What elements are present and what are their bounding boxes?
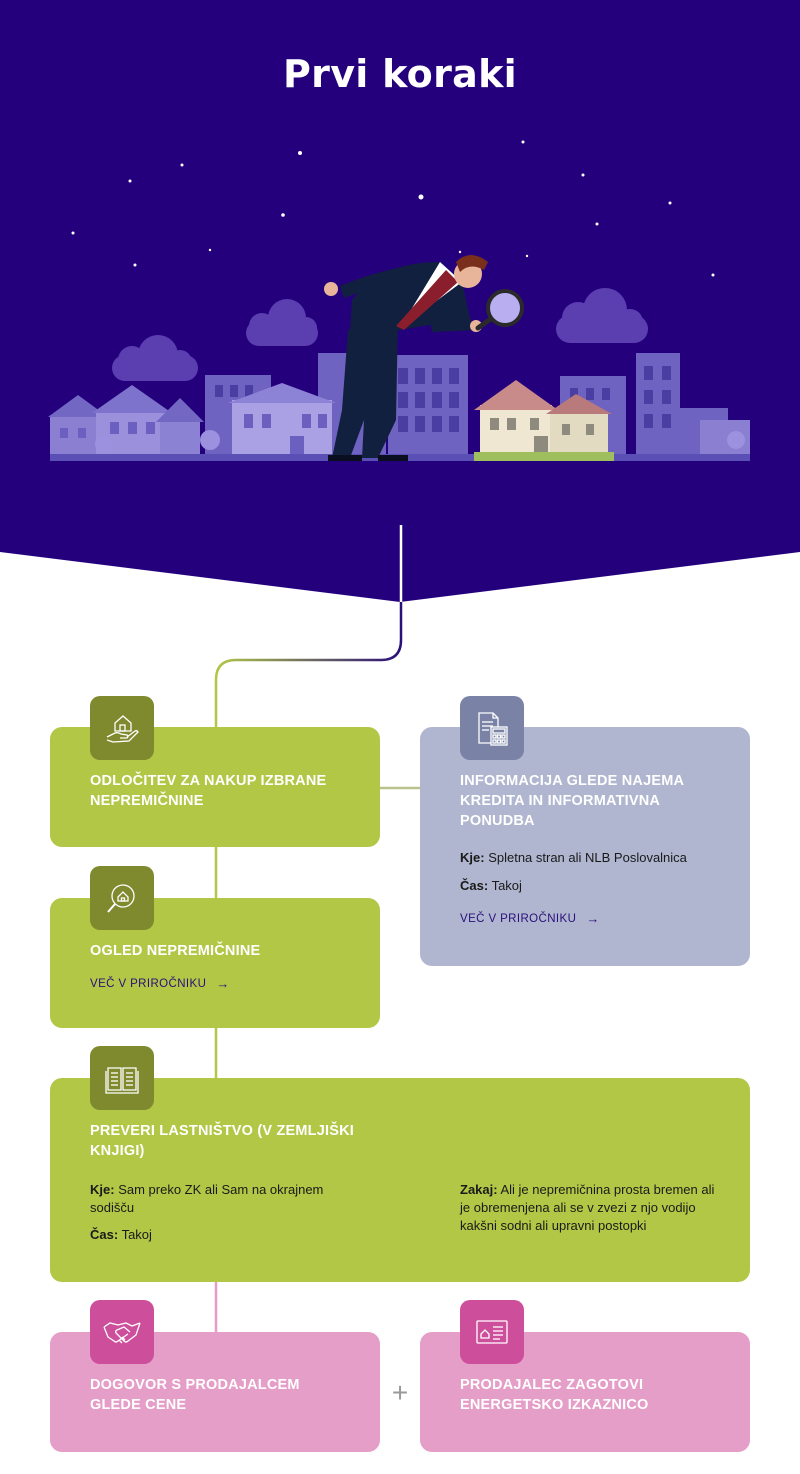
- building-windows: [215, 366, 671, 432]
- step-ownership-card: PREVERI LASTNIŠTVO (V ZEMLJIŠKI KNJIGI) …: [50, 1078, 750, 1282]
- ownership-why: Zakaj: Ali je nepremičnina prosta bremen…: [460, 1181, 722, 1235]
- credit-info-where: Kje: Spletna stran ali NLB Poslovalnica: [460, 849, 730, 867]
- ownership-time: Čas: Takoj: [90, 1226, 350, 1244]
- certificate-card-icon: [460, 1300, 524, 1364]
- plus-symbol: +: [391, 1377, 409, 1408]
- viewing-more-link[interactable]: VEČ V PRIROČNIKU →: [90, 976, 230, 991]
- step-ownership-title: PREVERI LASTNIŠTVO (V ZEMLJIŠKI KNJIGI): [90, 1123, 355, 1159]
- more-link-label: VEČ V PRIROČNIKU: [460, 912, 577, 925]
- page-title: Prvi koraki: [283, 52, 517, 96]
- step-decision-title: ODLOČITEV ZA NAKUP IZBRANE NEPREMIČNINE: [90, 773, 327, 809]
- where-value: Spletna stran ali NLB Poslovalnica: [488, 850, 687, 865]
- where-label: Kje:: [90, 1182, 115, 1197]
- step-decision-card: ODLOČITEV ZA NAKUP IZBRANE NEPREMIČNINE: [50, 727, 380, 847]
- ownership-where: Kje: Sam preko ZK ali Sam na okrajnem so…: [90, 1181, 350, 1217]
- stars: [71, 140, 715, 277]
- arrow-right-icon: →: [216, 976, 230, 991]
- house-hand-icon: [90, 696, 154, 760]
- credit-info-time: Čas: Takoj: [460, 877, 730, 895]
- step-credit-info-title: INFORMACIJA GLEDE NAJEMA KREDITA IN INFO…: [460, 773, 684, 829]
- document-calculator-icon: [460, 696, 524, 760]
- time-value: Takoj: [121, 1227, 152, 1242]
- step-viewing-title: OGLED NEPREMIČNINE: [90, 943, 261, 959]
- more-link-label: VEČ V PRIROČNIKU: [90, 977, 207, 990]
- clouds: [112, 288, 648, 381]
- time-value: Takoj: [491, 878, 522, 893]
- hero-illustration: [0, 0, 800, 602]
- handshake-icon: [90, 1300, 154, 1364]
- step-credit-info-card: INFORMACIJA GLEDE NAJEMA KREDITA IN INFO…: [420, 727, 750, 966]
- businessman-magnifier: [324, 255, 524, 461]
- open-book-icon: [90, 1046, 154, 1110]
- time-label: Čas:: [460, 878, 489, 893]
- time-label: Čas:: [90, 1227, 119, 1242]
- house-search-icon: [90, 866, 154, 930]
- step-price-agreement-title: DOGOVOR S PRODAJALCEM GLEDE CENE: [90, 1377, 300, 1413]
- why-value: Ali je nepremičnina prosta bremen ali je…: [460, 1182, 715, 1233]
- where-label: Kje:: [460, 850, 485, 865]
- arrow-right-icon: →: [586, 911, 600, 926]
- step-energy-certificate-title: PRODAJALEC ZAGOTOVI ENERGETSKO IZKAZNICO: [460, 1377, 649, 1413]
- why-label: Zakaj:: [460, 1182, 498, 1197]
- where-value: Sam preko ZK ali Sam na okrajnem sodišču: [90, 1182, 324, 1215]
- hero-banner: [0, 0, 800, 605]
- credit-info-more-link[interactable]: VEČ V PRIROČNIKU →: [460, 911, 600, 926]
- right-houses: [474, 380, 750, 461]
